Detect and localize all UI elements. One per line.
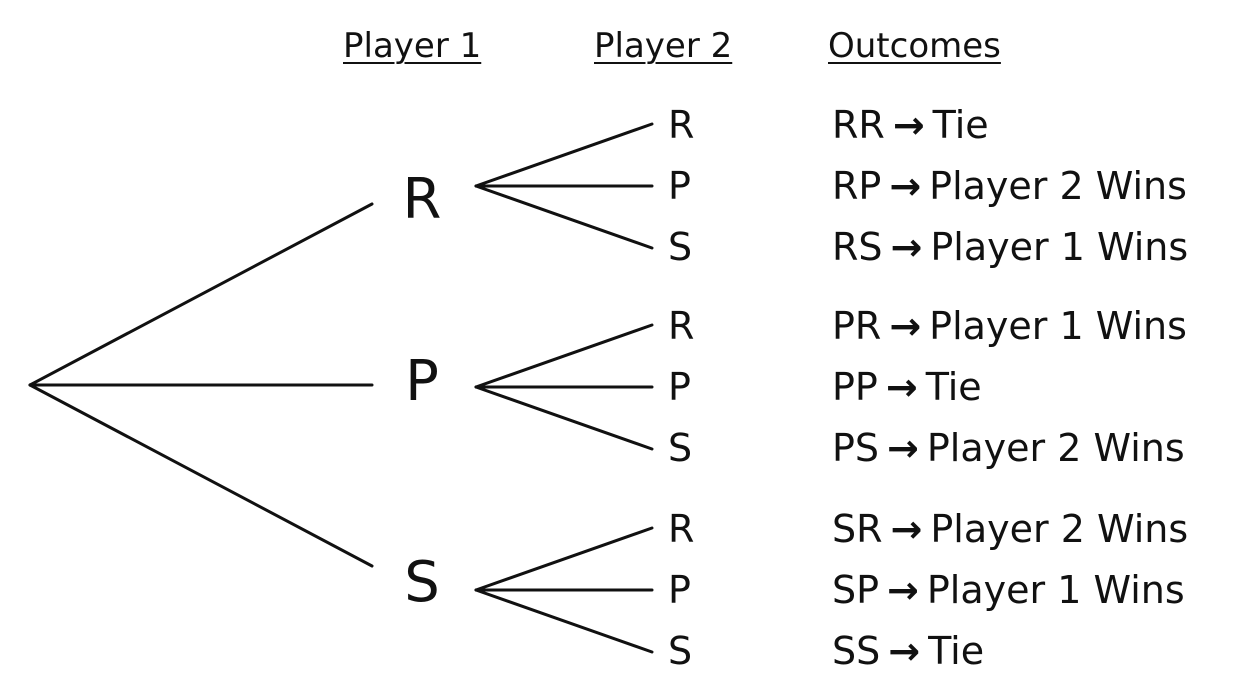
outcome-pair: SR: [832, 507, 883, 551]
player2-move: P: [668, 568, 691, 612]
outcome-pair: RP: [832, 164, 882, 208]
outcome-row: RR→Tie: [832, 103, 989, 147]
player2-move: R: [668, 507, 695, 551]
header-player1: Player 1: [343, 26, 482, 66]
player2-move: S: [668, 629, 693, 673]
outcome-result: Tie: [925, 365, 982, 409]
arrow-icon: →: [890, 225, 923, 269]
outcome-row: PS→Player 2 Wins: [832, 426, 1185, 470]
root-branch-r: [28, 202, 374, 387]
arrow-icon: →: [887, 568, 919, 612]
outcome-result: Player 1 Wins: [930, 225, 1189, 269]
s-branch-s: [474, 588, 654, 654]
header-outcomes: Outcomes: [828, 26, 1001, 66]
outcome-row: RP→Player 2 Wins: [832, 164, 1187, 208]
outcome-pair: RR: [832, 103, 885, 147]
outcome-result: Tie: [928, 629, 985, 673]
outcome-row: SR→Player 2 Wins: [832, 507, 1188, 551]
player1-move-p: P: [405, 349, 439, 414]
outcome-result: Player 1 Wins: [926, 568, 1185, 612]
outcome-pair: RS: [832, 225, 883, 269]
player1-move-r: R: [402, 167, 442, 232]
s-branch-r: [474, 526, 654, 592]
p-branch-r: [474, 323, 654, 389]
r-branch-r: [474, 122, 654, 188]
player2-move: P: [668, 164, 691, 208]
outcome-row: SP→Player 1 Wins: [832, 568, 1185, 612]
outcome-pair: PR: [832, 304, 882, 348]
r-branch-s: [474, 184, 654, 250]
outcome-result: Player 2 Wins: [929, 164, 1187, 208]
arrow-icon: →: [892, 103, 925, 147]
player2-move: P: [668, 365, 691, 409]
player1-move-s: S: [404, 550, 440, 615]
outcome-result: Player 2 Wins: [926, 426, 1185, 470]
arrow-icon: →: [888, 629, 921, 673]
outcome-pair: PS: [832, 426, 880, 470]
outcome-pair: SP: [832, 568, 880, 612]
p-branch-s: [474, 385, 654, 451]
arrow-icon: →: [889, 164, 922, 208]
player2-move: S: [668, 225, 693, 269]
arrow-icon: →: [887, 426, 919, 470]
player2-move: R: [668, 103, 695, 147]
outcome-result: Tie: [932, 103, 989, 147]
arrow-icon: →: [890, 507, 923, 551]
arrow-icon: →: [885, 365, 918, 409]
outcome-result: Player 1 Wins: [929, 304, 1187, 348]
arrow-icon: →: [889, 304, 922, 348]
outcome-result: Player 2 Wins: [930, 507, 1189, 551]
outcome-row: PR→Player 1 Wins: [832, 304, 1187, 348]
outcome-row: SS→Tie: [832, 629, 984, 673]
outcome-pair: SS: [832, 629, 881, 673]
outcome-pair: PP: [832, 365, 878, 409]
outcome-row: PP→Tie: [832, 365, 982, 409]
header-player2: Player 2: [594, 26, 733, 66]
player2-move: R: [668, 304, 695, 348]
player2-move: S: [668, 426, 693, 470]
root-branch-s: [28, 383, 374, 568]
outcome-row: RS→Player 1 Wins: [832, 225, 1188, 269]
